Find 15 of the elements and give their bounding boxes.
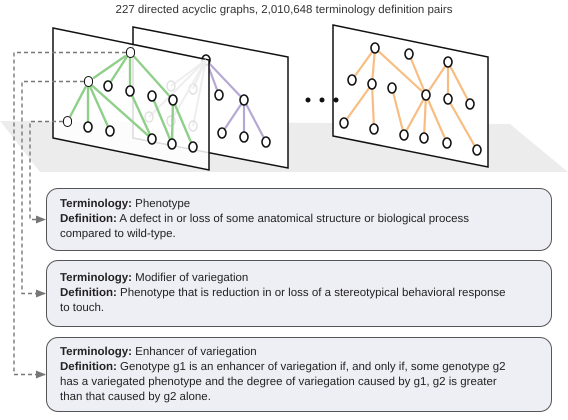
terminology-text: Terminology: Modifier of variegation	[60, 271, 250, 286]
definition-card	[46, 188, 552, 251]
tree-edge-line	[69, 86, 87, 118]
definition-card	[46, 337, 552, 412]
diagram-title: 227 directed acyclic graphs, 2,010,648 terminology definition pairs	[114, 3, 454, 18]
definition-text: Definition: Genotype g1 is an enhancer of variegation if, and only if, some genotype g2 has a variegated phenotype and the degree of variegation caused by g1, g2 is greater than that caused by g2 alone.	[60, 360, 507, 404]
definition-text: Definition: A defect in or loss of some anatomical structure or biological process compared to wild-type.	[60, 212, 470, 242]
tree-edge-line	[92, 54, 127, 80]
terminology-text: Terminology: Enhancer of variegation	[60, 344, 258, 360]
dashed-arrow	[29, 120, 63, 224]
definition-text: Definition: Phenotype that is reduction in or loss of a stereotypical behavioral response to touch.	[60, 286, 507, 316]
definition-card	[46, 260, 552, 327]
terminology-text: Terminology: Phenotype	[60, 197, 192, 212]
dashed-arrow	[21, 80, 84, 298]
dashed-arrow	[13, 52, 126, 378]
